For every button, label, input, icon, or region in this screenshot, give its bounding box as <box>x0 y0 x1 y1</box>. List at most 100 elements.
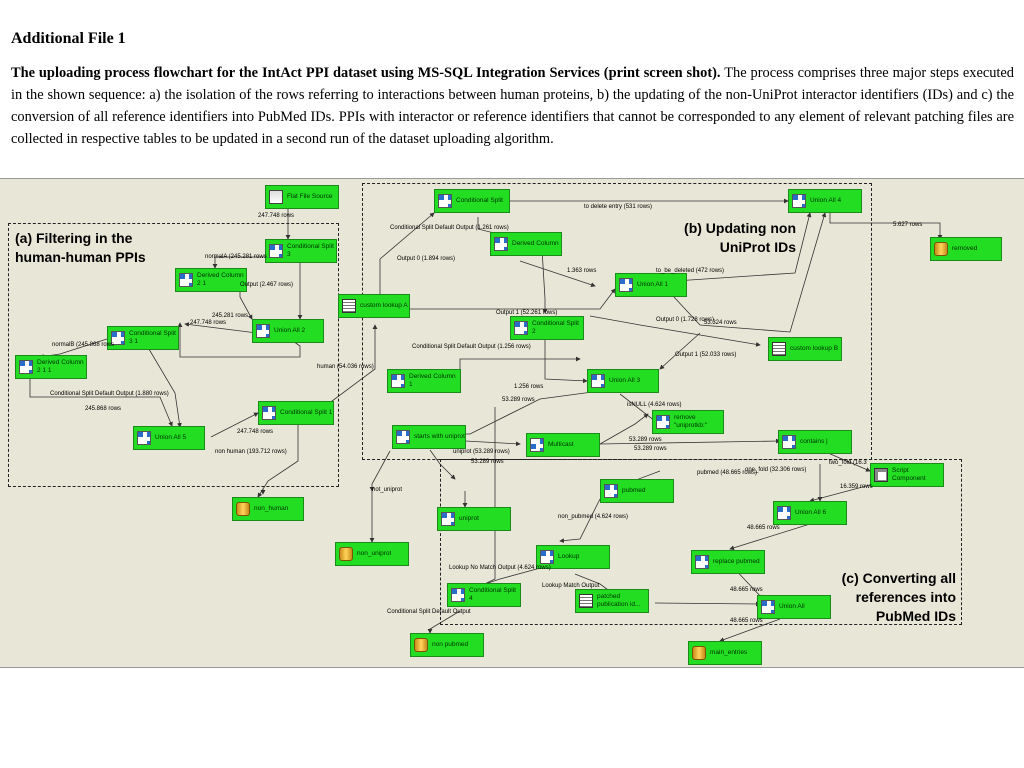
edge-label: uniprot (53.289 rows) <box>453 449 510 455</box>
derived-column-1[interactable]: Derived Column 1 <box>387 369 461 393</box>
conditional-split-3[interactable]: Conditional Split 3 <box>265 239 337 263</box>
edge-label: Conditional Split Default Output <box>387 609 471 615</box>
starts-with-uniprot[interactable]: starts with uniprot <box>392 425 466 449</box>
multicast[interactable]: Multicast <box>526 433 600 457</box>
edge-label: Output 0 (1.894 rows) <box>397 256 456 262</box>
derived-column-icon <box>179 273 193 287</box>
conditional-split-icon <box>262 406 276 420</box>
conditional-split-4[interactable]: Conditional Split 4 <box>447 583 521 607</box>
edge-label: 245.868 rows <box>85 406 122 412</box>
edge-label: 247.748 rows <box>258 213 295 219</box>
figure-caption: The uploading process flowchart for the … <box>11 62 1014 150</box>
edge-label: 48.665 rows <box>730 587 763 593</box>
conditional-split-icon <box>451 588 465 602</box>
edge-label: one_fold (32.306 rows) <box>745 467 807 473</box>
lookup[interactable]: Lookup <box>536 545 610 569</box>
edge-label: human (54.036 rows) <box>317 364 374 370</box>
union-all-4[interactable]: Union All 4 <box>788 189 862 213</box>
union-all-icon <box>591 374 605 388</box>
union-all-5[interactable]: Union All 5 <box>133 426 205 450</box>
edge-label: 53.289 rows <box>502 397 535 403</box>
conditional-split-2[interactable]: Conditional Split 2 <box>510 316 584 340</box>
union-all-icon <box>777 506 791 520</box>
edge-label: 48.665 rows <box>747 525 780 531</box>
destination-icon <box>339 547 353 561</box>
custom-lookup-icon <box>342 299 356 313</box>
patched-file-icon <box>579 594 593 608</box>
edge-label: 53.324 rows <box>704 320 737 326</box>
conditional-split[interactable]: Conditional Split <box>434 189 510 213</box>
non-human-destination[interactable]: non_human <box>232 497 304 521</box>
derived-column-2-1-1[interactable]: Derived Column 2 1 1 <box>15 355 87 379</box>
script-component[interactable]: Script Component <box>870 463 944 487</box>
derived-column-2-1[interactable]: Derived Column 2 1 <box>175 268 247 292</box>
edge-label: normalB (245.868 rows <box>52 342 115 348</box>
script-icon <box>874 468 888 482</box>
edge-label: 48.665 rows <box>730 618 763 624</box>
edge-label: normalA (245.281 rows <box>205 254 267 260</box>
edge-label: Output (2.467 rows) <box>240 282 294 288</box>
custom-lookup-a[interactable]: custom lookup A <box>338 294 410 318</box>
edge-label: Lookup Match Output <box>542 583 600 589</box>
group-a-box <box>8 223 339 487</box>
edge-label: Conditional Split Default Output (1.880 … <box>50 391 169 397</box>
lookup-icon <box>540 550 554 564</box>
derived-column[interactable]: Derived Column <box>490 232 562 256</box>
union-all-icon <box>256 324 270 338</box>
union-all-icon <box>792 194 806 208</box>
document-heading: Additional File 1 <box>11 30 126 47</box>
uniprot[interactable]: uniprot <box>437 507 511 531</box>
union-all-2[interactable]: Union All 2 <box>252 319 324 343</box>
union-all-6[interactable]: Union All 6 <box>773 501 847 525</box>
union-all-icon <box>761 600 775 614</box>
conditional-split-icon <box>396 430 410 444</box>
edge-label: Output 1 (52.261 rows) <box>496 310 558 316</box>
edge-label: 1.363 rows <box>567 268 597 274</box>
destination-icon <box>236 502 250 516</box>
union-all-icon <box>619 278 633 292</box>
edge-label: 247.748 rows <box>237 429 274 435</box>
derived-column-icon <box>656 415 670 429</box>
conditional-split-icon <box>269 244 283 258</box>
custom-lookup-b[interactable]: custom lookup B <box>768 337 842 361</box>
edge-label: two_fold (16.3 <box>829 460 867 466</box>
multicast-icon <box>530 438 544 452</box>
patched-publication-id[interactable]: patched publication id... <box>575 589 649 613</box>
edge-label: 247.748 rows <box>190 320 227 326</box>
union-all-1[interactable]: Union All 1 <box>615 273 687 297</box>
edge-label: Conditional Split Default Output (1.261 … <box>390 225 509 231</box>
derived-column-icon <box>494 237 508 251</box>
flat-file-source[interactable]: Flat File Source <box>265 185 339 209</box>
non-uniprot-destination[interactable]: non_uniprot <box>335 542 409 566</box>
conditional-split-3-1[interactable]: Conditional Split 3 1 <box>107 326 179 350</box>
edge-label: Lookup No Match Output (4.624 rows) <box>449 565 551 571</box>
destination-icon <box>414 638 428 652</box>
pubmed[interactable]: pubmed <box>600 479 674 503</box>
edge-label: Output 1 (52.033 rows) <box>675 352 737 358</box>
flat-file-icon <box>269 190 283 204</box>
custom-lookup-icon <box>772 342 786 356</box>
replace-pubmed[interactable]: replace pubmed <box>691 550 765 574</box>
edge-label: 1.256 rows <box>514 384 544 390</box>
conditional-split-1[interactable]: Conditional Split 1 <box>258 401 334 425</box>
conditional-split-icon <box>604 484 618 498</box>
destination-icon <box>692 646 706 660</box>
derived-column-icon <box>441 512 455 526</box>
caption-body: The process comprises three major steps … <box>11 65 1014 147</box>
caption-title: The uploading process flowchart for the … <box>11 65 721 81</box>
union-all-3[interactable]: Union All 3 <box>587 369 659 393</box>
derived-column-icon <box>695 555 709 569</box>
conditional-split-icon <box>438 194 452 208</box>
union-all[interactable]: Union All <box>757 595 831 619</box>
edge-label: non human (193.712 rows) <box>215 449 287 455</box>
main-entries-destination[interactable]: main_entries <box>688 641 762 665</box>
edge-label: 53.289 rows <box>629 437 662 443</box>
remove-uniprotkb[interactable]: remove "uniprotkb:" <box>652 410 724 434</box>
contains[interactable]: contains | <box>778 430 852 454</box>
group-c-label: (c) Converting all references into PubMe… <box>841 570 956 624</box>
removed-destination[interactable]: removed <box>930 237 1002 261</box>
edge-label: 5.627 rows <box>893 222 923 228</box>
edge-label: 53.289 rows <box>634 446 667 452</box>
edge-label: 16.359 rows <box>840 484 873 490</box>
non-pubmed-destination[interactable]: non pubmed <box>410 633 484 657</box>
